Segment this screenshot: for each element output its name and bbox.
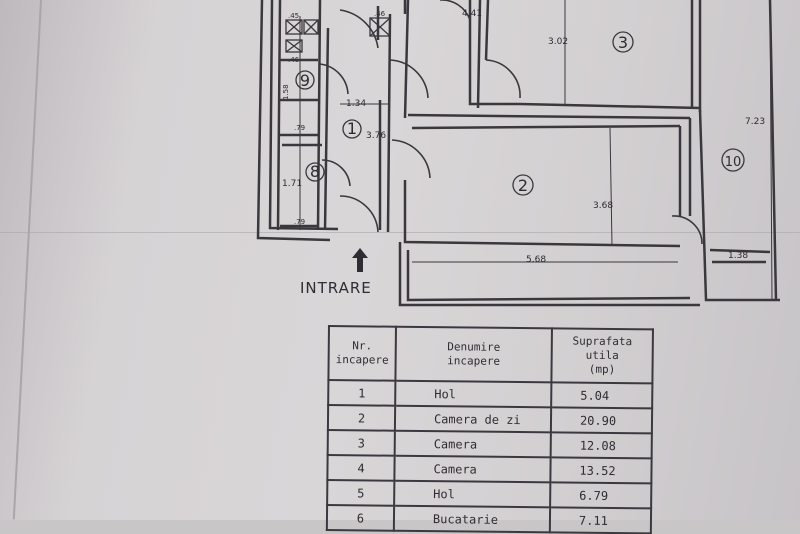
cell-area: 20.90 bbox=[550, 407, 653, 434]
door-arc bbox=[339, 9, 379, 49]
utility-box bbox=[285, 39, 303, 53]
wall-top-rooms bbox=[403, 0, 701, 110]
table-row: 4 Camera 13.52 bbox=[327, 455, 652, 484]
dim-79-top: .79 bbox=[294, 124, 305, 132]
dim-568: 5.68 bbox=[526, 255, 546, 265]
room-number-9: 9 bbox=[300, 71, 310, 90]
dim-368: 3.68 bbox=[593, 201, 613, 211]
wall-room10 bbox=[698, 0, 780, 302]
wall-room3-left bbox=[476, 0, 490, 109]
dim-302: 3.02 bbox=[548, 37, 568, 47]
door-arc bbox=[671, 215, 703, 245]
entry-arrow-icon bbox=[352, 248, 368, 272]
cell-nr: 3 bbox=[327, 430, 395, 456]
room-number-3: 3 bbox=[618, 33, 628, 52]
cell-area: 13.52 bbox=[550, 457, 652, 484]
room-circle bbox=[295, 70, 315, 90]
room-circle bbox=[305, 162, 325, 182]
paper-fold-horizontal bbox=[0, 232, 800, 233]
table-row: 6 Bucatarie 7.11 bbox=[326, 505, 652, 534]
wall-room2-lower bbox=[403, 180, 681, 248]
dim-134: 1.34 bbox=[346, 99, 366, 109]
table-row: 1 Hol 5.04 bbox=[328, 380, 653, 409]
table-header-row: Nr. incapere Denumire incapere Suprafata… bbox=[328, 326, 653, 384]
room-number-8: 8 bbox=[310, 162, 320, 181]
door-arc bbox=[485, 59, 521, 99]
door-arc bbox=[319, 63, 349, 95]
header-room-area: Suprafata utila (mp) bbox=[551, 328, 653, 384]
cell-nr: 1 bbox=[328, 380, 396, 406]
wall-room2-right bbox=[678, 118, 692, 216]
cell-name: Camera de zi bbox=[394, 405, 552, 433]
wall-hall bbox=[323, 6, 382, 231]
wall-room3-right bbox=[690, 0, 702, 112]
dim-79-bottom: .79 bbox=[294, 218, 305, 226]
table-row: 2 Camera de zi 20.90 bbox=[327, 405, 653, 434]
utility-box bbox=[303, 19, 319, 35]
wall-room2-bottom bbox=[398, 242, 700, 307]
dim-line bbox=[769, 0, 773, 301]
door-arc bbox=[391, 139, 431, 179]
floor-plan: 1 2 3 8 9 10 4.41 3.02 7.23 1.34 3.76 3.… bbox=[256, 0, 780, 307]
door-arc bbox=[321, 159, 351, 187]
dim-138: 1.38 bbox=[728, 251, 748, 261]
cell-name: Hol bbox=[394, 480, 551, 508]
dim-line bbox=[609, 127, 613, 247]
room-area-table: Nr. incapere Denumire incapere Suprafata… bbox=[326, 325, 654, 534]
door-arc bbox=[339, 195, 379, 233]
dim-158: 1.58 bbox=[282, 84, 290, 100]
wall-outer-left bbox=[256, 0, 331, 242]
dim-723: 7.23 bbox=[745, 117, 765, 127]
room-circle bbox=[612, 31, 634, 53]
cell-name: Bucatarie bbox=[393, 505, 551, 533]
header-room-name: Denumire incapere bbox=[395, 326, 552, 383]
room-number-2: 2 bbox=[518, 176, 528, 195]
wall-balcony bbox=[709, 248, 771, 264]
cell-area: 5.04 bbox=[551, 382, 653, 409]
wall-inner-left bbox=[268, 0, 339, 231]
header-room-number: Nr. incapere bbox=[328, 326, 396, 381]
table-row: 3 Camera 12.08 bbox=[327, 430, 652, 459]
cell-name: Hol bbox=[395, 380, 552, 408]
cell-area: 6.79 bbox=[550, 482, 652, 509]
cell-name: Camera bbox=[394, 430, 551, 458]
table-row: 5 Hol 6.79 bbox=[327, 480, 652, 509]
dim-171: 1.71 bbox=[282, 179, 302, 189]
dim-376: 3.76 bbox=[366, 131, 386, 141]
wall-hall-right bbox=[386, 0, 410, 233]
door-arc bbox=[389, 59, 429, 99]
utility-box bbox=[285, 19, 303, 35]
cell-nr: 4 bbox=[327, 455, 395, 481]
wall-room2-top bbox=[407, 113, 691, 130]
dim-45: .45 bbox=[288, 12, 299, 20]
dim-46-top: .46 bbox=[374, 10, 386, 18]
cell-area: 7.11 bbox=[549, 507, 652, 534]
cell-nr: 2 bbox=[327, 405, 396, 431]
dim-441: 4.41 bbox=[462, 9, 482, 19]
cell-nr: 5 bbox=[327, 480, 395, 506]
cell-area: 12.08 bbox=[550, 432, 652, 459]
room-circle bbox=[512, 174, 534, 196]
entrance-label: INTRARE bbox=[300, 279, 372, 297]
room-circle bbox=[342, 119, 362, 139]
dim-46-left: .46 bbox=[288, 56, 300, 64]
door-arc bbox=[440, 0, 471, 21]
wall-utility-column bbox=[276, 0, 322, 231]
room-number-1: 1 bbox=[347, 119, 357, 138]
room-circle bbox=[721, 148, 745, 172]
cell-nr: 6 bbox=[326, 505, 395, 531]
cell-name: Camera bbox=[394, 455, 551, 483]
room-number-10: 10 bbox=[725, 155, 742, 170]
